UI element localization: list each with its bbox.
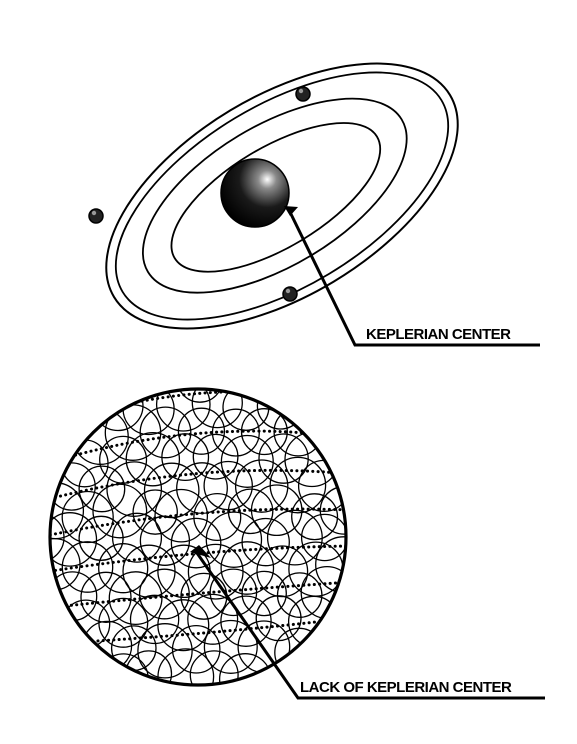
central-star (221, 159, 289, 227)
keplerian-center-label: KEPLERIAN CENTER (366, 326, 511, 343)
overlap-circle (16, 513, 64, 561)
non-keplerian-sphere: LACK OF KEPLERIAN CENTER (16, 357, 545, 705)
overlap-circle (140, 516, 189, 565)
overlap-circle (275, 628, 324, 677)
keplerian-system: KEPLERIAN CENTER (62, 9, 540, 382)
overlap-circle (220, 654, 271, 705)
overlap-circle (123, 545, 175, 597)
overlap-circle (177, 463, 228, 514)
planet (296, 87, 310, 101)
planet (283, 287, 297, 301)
planet (89, 209, 103, 223)
overlap-circle (158, 649, 214, 705)
overlap-circle (236, 460, 288, 512)
overlap-circle (93, 484, 147, 538)
dotted-orbit (45, 392, 351, 428)
lack-of-keplerian-center-label: LACK OF KEPLERIAN CENTER (300, 679, 512, 696)
overlap-circle (242, 571, 286, 615)
overlapping-circles (16, 357, 372, 705)
overlap-circle (99, 654, 148, 703)
overlap-circle (204, 462, 252, 510)
overlap-circle (268, 510, 323, 565)
overlap-circle (81, 572, 131, 622)
overlap-circle (140, 407, 191, 458)
